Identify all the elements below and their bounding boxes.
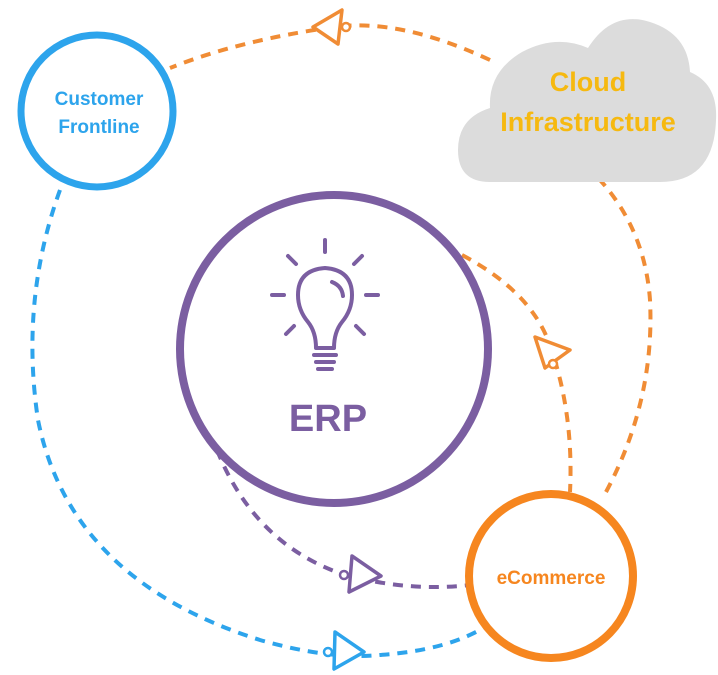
erp-node: ERP	[176, 191, 492, 507]
arrowhead-cloud-to-customer	[311, 8, 352, 46]
erp-label: ERP	[289, 398, 367, 440]
cloud-shape	[458, 19, 717, 183]
arrowhead-customer-to-ecommerce	[322, 630, 366, 671]
cloud-label-line1: Cloud	[550, 67, 626, 97]
cloud-label-line2: Infrastructure	[500, 107, 676, 137]
customer-frontline-circle	[17, 31, 177, 191]
ecommerce-node: eCommerce	[465, 490, 637, 662]
customer-frontline-node: Customer Frontline	[17, 31, 177, 191]
ecommerce-label: eCommerce	[497, 568, 606, 589]
connector-customer-to-ecommerce	[30, 189, 490, 658]
arrowhead-erp-to-ecommerce-bottom	[338, 554, 383, 594]
cloud-infrastructure-node: Cloud Infrastructure	[458, 19, 717, 183]
connector-cloud-to-customer	[169, 23, 491, 70]
ecommerce-circle	[465, 490, 637, 662]
connector-ecommerce-to-cloud	[598, 178, 653, 493]
lightbulb-icon	[270, 238, 380, 371]
customer-frontline-label-line2: Frontline	[58, 117, 139, 138]
connector-erp-to-ecommerce-top	[461, 253, 573, 493]
customer-frontline-label-line1: Customer	[55, 89, 144, 110]
arrowhead-erp-to-ecommerce-top	[533, 335, 572, 370]
